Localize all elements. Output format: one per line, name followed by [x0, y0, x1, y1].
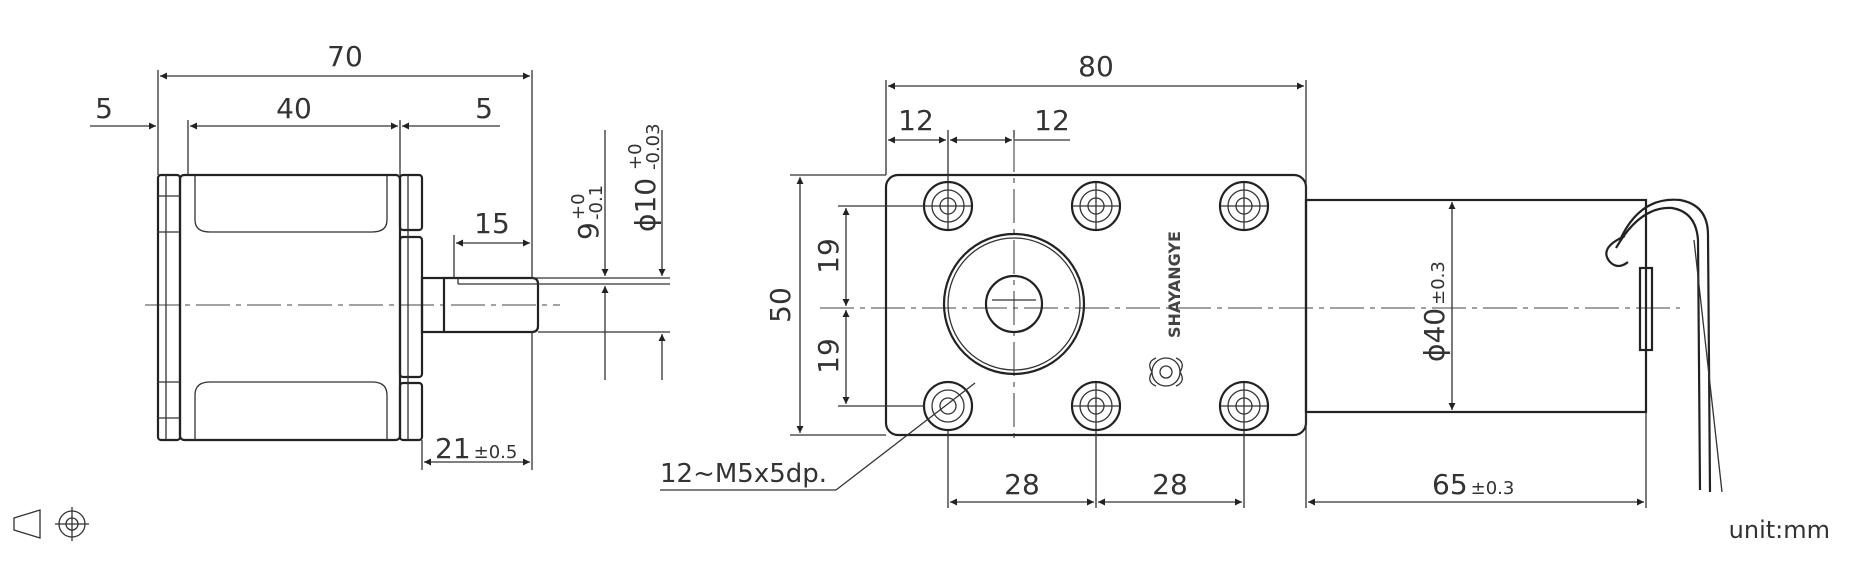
dim-shaft-length: 15: [474, 207, 510, 240]
dim-pitch-2: 28: [1152, 468, 1188, 501]
output-boss: [942, 232, 1086, 376]
dim-boss-length: 21±0.5: [435, 432, 517, 465]
side-view-body: [156, 173, 424, 442]
mounting-hole: [922, 380, 974, 432]
unit-label: unit:mm: [1729, 516, 1830, 544]
dim-height: 50: [764, 287, 797, 323]
dim-overall-length: 80: [1078, 50, 1114, 83]
dim-flat-tol-upper: +0: [568, 193, 589, 220]
dim-body-width: 40: [276, 92, 312, 125]
dim-shaft-diameter: ϕ10: [629, 178, 662, 232]
motor-body: [1304, 198, 1723, 493]
dim-hole-offset-left: 12: [898, 104, 934, 137]
dim-overall-width: 70: [327, 40, 363, 73]
dim-shaft-tol-upper: +0: [625, 143, 646, 170]
front-view: SHAYANGYE 80 12 12: [660, 50, 1723, 508]
dim-shaft-tol-lower: -0.03: [643, 123, 664, 170]
dim-motor-length: 65±0.3: [1432, 468, 1514, 501]
thread-note: 12~M5x5dp.: [660, 459, 827, 489]
dim-motor-diameter: ϕ40±0.3: [1418, 261, 1451, 362]
dim-left-step: 5: [95, 92, 113, 125]
dim-flat-tol-lower: -0.1: [586, 185, 607, 220]
brand-logo: SHAYANGYE: [1149, 231, 1184, 387]
third-angle-projection-icon: [13, 507, 89, 541]
dim-right-step: 5: [475, 92, 493, 125]
brand-name: SHAYANGYE: [1165, 231, 1184, 338]
dim-hole-offset-right: 12: [1034, 104, 1070, 137]
mounting-holes: [922, 180, 1270, 432]
side-view: 70 5 40 5 15 21±0.5 9 +0 -0.1 ϕ10 +0: [90, 40, 670, 470]
dim-pitch-1: 28: [1004, 468, 1040, 501]
dim-hole-offset-top: 19: [812, 238, 845, 274]
dim-hole-offset-bottom: 19: [812, 338, 845, 374]
dim-flat: 9: [572, 222, 605, 240]
